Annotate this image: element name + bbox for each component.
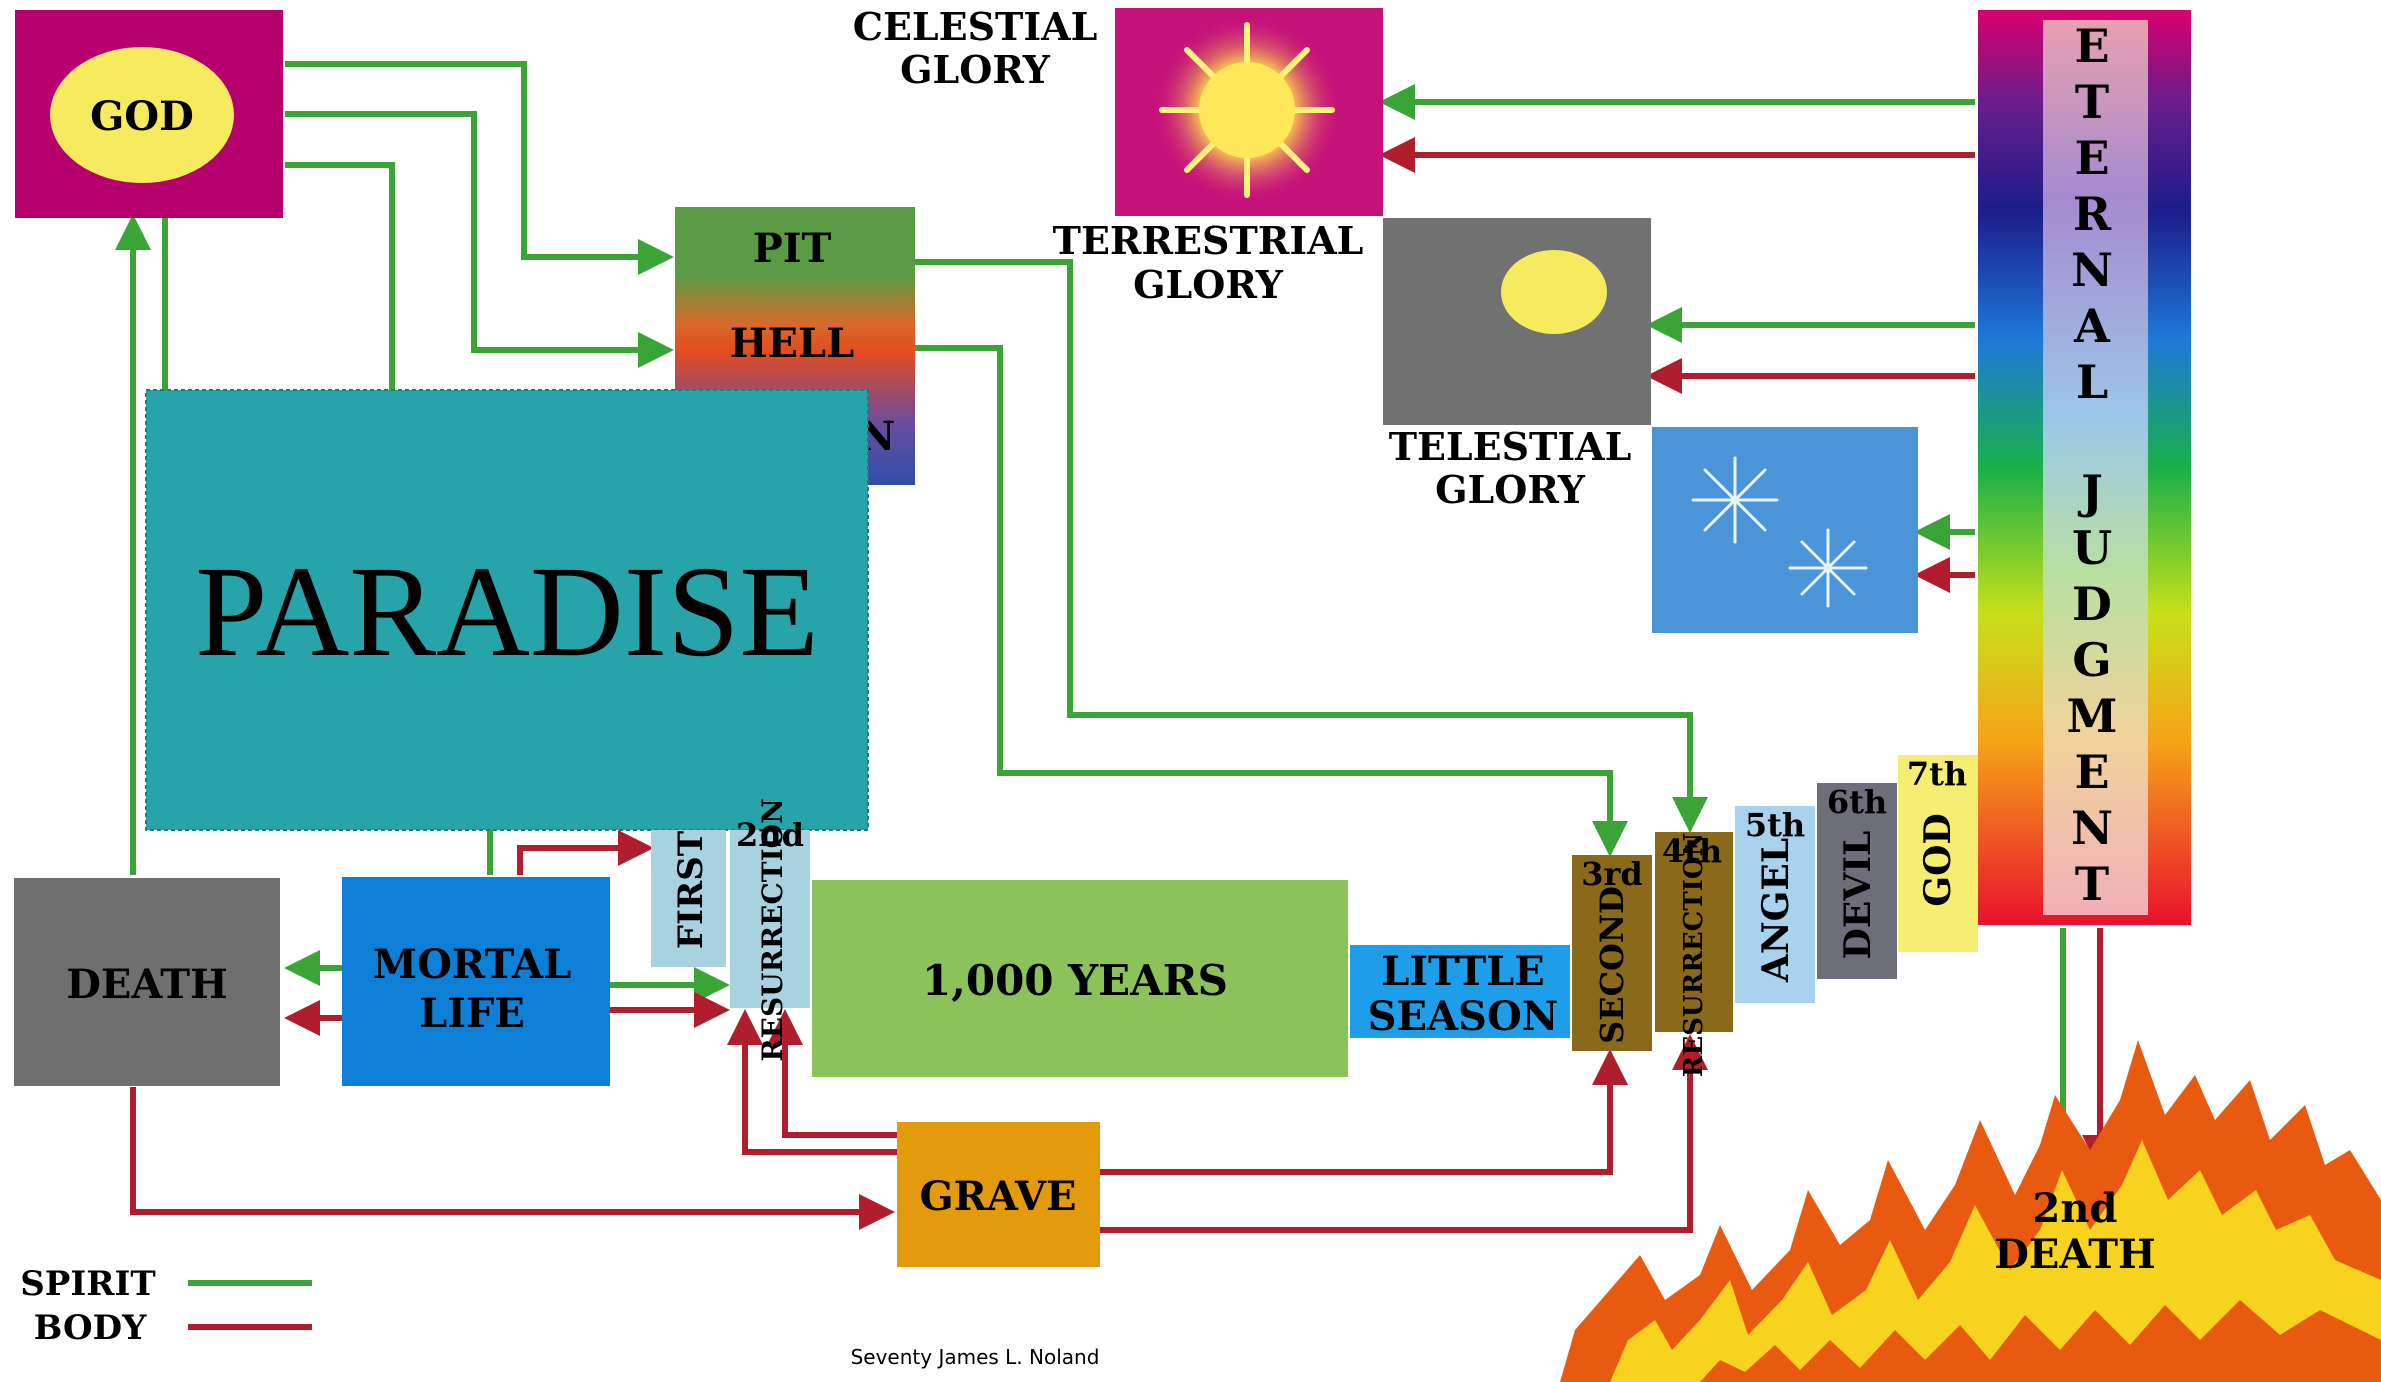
god-label: GOD	[90, 93, 194, 140]
star-icon	[1788, 528, 1868, 608]
seventh-ord: 7th	[1907, 755, 1967, 793]
credit-text: Seventy James L. Noland	[851, 1345, 1100, 1369]
second-death-line1: 2nd	[2033, 1185, 2118, 1232]
paradise-label: PARADISE	[195, 540, 819, 684]
telestial-line1: TELESTIAL	[1389, 424, 1632, 469]
third-ord: 3rd	[1581, 855, 1643, 893]
first-resurrection-label: RESURRECTION	[756, 798, 789, 1061]
eternal-judgment-letter: E	[2074, 19, 2109, 73]
terrestrial-line1: TERRESTRIAL	[1053, 218, 1364, 263]
second-resurrection-group: 3rd SECOND 4th RESURRECTION	[1572, 832, 1733, 1077]
angel-label: ANGEL	[1755, 838, 1797, 983]
devil-box: 6th DEVIL	[1817, 783, 1897, 979]
death-label: DEATH	[66, 961, 228, 1008]
first-resurrection-group: FIRST 2nd RESURRECTION	[651, 798, 810, 1062]
spirit-arrows	[115, 61, 2081, 1286]
eternal-judgment-letter: M	[2067, 689, 2118, 743]
fourth-ord: 4th	[1662, 832, 1722, 870]
mortal-life-box: MORTAL LIFE	[342, 877, 610, 1086]
god-ellipse	[50, 47, 234, 183]
grave-box: GRAVE	[897, 1122, 1100, 1267]
pit-label: PIT	[753, 225, 832, 272]
celestial-glory: CELESTIAL GLORY	[853, 4, 1383, 216]
seventh-god-box: 7th GOD	[1898, 755, 1978, 952]
star-icon	[1691, 456, 1779, 544]
death-box: DEATH	[14, 878, 280, 1086]
first-label: FIRST	[671, 831, 711, 949]
paradise-box: PARADISE	[145, 389, 869, 831]
eternal-judgment-letter: L	[2076, 355, 2108, 409]
celestial-line1: CELESTIAL	[853, 4, 1098, 49]
hell-label: HELL	[730, 320, 855, 367]
eternal-judgment-letter: A	[2073, 299, 2111, 353]
fire-icon: 2nd DEATH	[1560, 1040, 2381, 1382]
first-resurrection-2nd: 2nd	[736, 816, 804, 854]
little-season-line1: LITTLE	[1381, 948, 1545, 995]
eternal-judgment-letter: R	[2073, 187, 2112, 241]
moon-icon	[1501, 250, 1607, 334]
legend: SPIRIT BODY	[20, 1264, 156, 1348]
seventh-god-label: GOD	[1917, 813, 1959, 906]
angel-box: 5th ANGEL	[1735, 806, 1815, 1003]
thousand-years-label: 1,000 YEARS	[922, 956, 1228, 1005]
eternal-judgment-letter: N	[2071, 801, 2113, 855]
eternal-judgment-letter: D	[2072, 577, 2112, 631]
legend-spirit-label: SPIRIT	[20, 1264, 156, 1304]
grave-label: GRAVE	[919, 1173, 1076, 1220]
mortal-life-line2: LIFE	[419, 990, 525, 1037]
devil-label: DEVIL	[1837, 831, 1879, 960]
thousand-years-box: 1,000 YEARS	[812, 880, 1348, 1077]
sixth-ord: 6th	[1827, 783, 1887, 821]
second-resurrection-label: RESURRECTION	[1679, 833, 1709, 1078]
legend-body-label: BODY	[34, 1308, 147, 1348]
god-box: GOD	[15, 10, 283, 218]
eternal-judgment-letter: G	[2072, 633, 2111, 687]
eternal-judgment-letter: E	[2074, 131, 2109, 185]
celestial-line2: GLORY	[900, 47, 1051, 92]
mortal-life-line1: MORTAL	[373, 941, 571, 988]
sun-icon	[1152, 15, 1342, 205]
fifth-ord: 5th	[1745, 806, 1805, 844]
little-season-line2: SEASON	[1368, 993, 1559, 1040]
telestial-glory: TELESTIAL GLORY	[1389, 424, 1918, 633]
telestial-line2: GLORY	[1435, 467, 1586, 512]
eternal-judgment-letter: E	[2074, 745, 2109, 799]
eternal-judgment-letter: J	[2077, 465, 2103, 519]
little-season-box: LITTLE SEASON	[1350, 945, 1570, 1040]
eternal-judgment-letter: T	[2075, 857, 2109, 911]
eternal-judgment-letter: U	[2072, 521, 2112, 575]
eternal-judgment-letter: T	[2075, 75, 2109, 129]
body-arrows	[130, 137, 2118, 1330]
eternal-judgment-letter: N	[2071, 243, 2113, 297]
second-death-line2: DEATH	[1994, 1231, 2156, 1278]
terrestrial-line2: GLORY	[1133, 262, 1284, 307]
terrestrial-glory: TERRESTRIAL GLORY	[1053, 218, 1651, 425]
second-label: SECOND	[1593, 886, 1631, 1044]
